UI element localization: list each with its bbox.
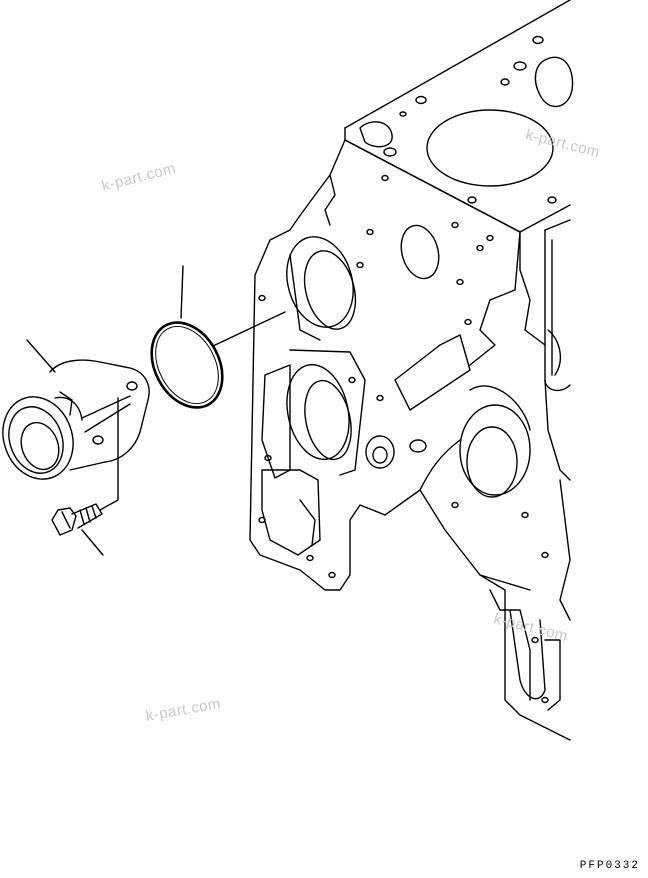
bolt	[51, 503, 104, 556]
engine-front-block	[249, 0, 574, 741]
o-ring	[150, 265, 286, 409]
water-inlet-connector	[2, 339, 150, 511]
drawing-code: PFP0332	[579, 860, 640, 872]
